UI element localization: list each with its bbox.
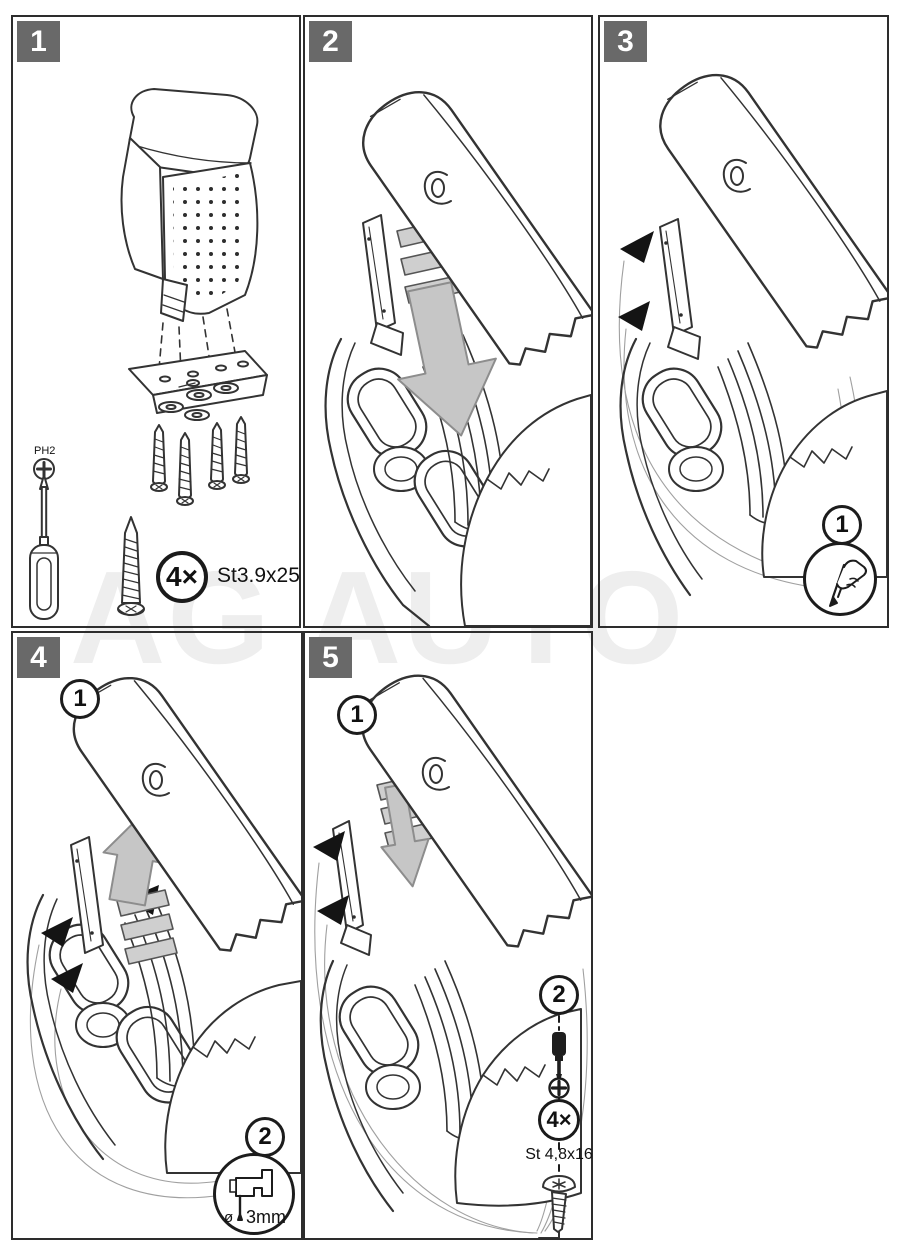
- step1-illustration: [29, 88, 268, 620]
- screwdriver-icon: [29, 474, 59, 620]
- screw-spec-label: St 4,8x16: [525, 1146, 593, 1163]
- slide-bracket: [70, 836, 104, 954]
- step2-illustration: [324, 91, 591, 626]
- armrest-illustration: [362, 91, 591, 366]
- callout-step-1: 1: [822, 505, 862, 545]
- step5-illustration: [313, 674, 591, 1238]
- step-number-badge: 3: [604, 21, 647, 62]
- screw-icon: [117, 516, 145, 616]
- latch-arrows: [618, 231, 654, 331]
- armrest-illustration: [659, 73, 887, 349]
- slide-bracket: [332, 820, 372, 956]
- washers: [158, 382, 239, 421]
- hand-marking-icon: [829, 559, 867, 607]
- console-illustration: [26, 893, 201, 1161]
- panel-step-1: 1: [11, 15, 301, 628]
- slide-bracket: [659, 218, 701, 360]
- quantity-callout: 4×: [156, 551, 208, 603]
- slide-down-arrow: [397, 281, 497, 437]
- screw-spec-label: St3.9x25: [217, 564, 300, 587]
- torn-sheet: [454, 1008, 582, 1207]
- step-number-badge: 5: [309, 637, 352, 678]
- callout-step-1: 1: [60, 679, 100, 719]
- quantity-callout: 4×: [538, 1099, 580, 1141]
- panel-step-3: 3: [598, 15, 889, 628]
- leader-corner: [538, 1231, 560, 1238]
- callout-step-2: 2: [539, 975, 579, 1015]
- drill-icon: ø 3mm: [224, 1169, 286, 1227]
- step-number-badge: 1: [17, 21, 60, 62]
- slide-bracket: [362, 214, 404, 356]
- console-illustration: [319, 959, 421, 1213]
- latch-arrows: [313, 831, 349, 925]
- drill-icon-circle: ø 3mm: [213, 1153, 295, 1235]
- drill-diameter-symbol: ø: [224, 1209, 233, 1226]
- driver-size-label: PH2: [34, 445, 56, 457]
- mark-position-icon-circle: [803, 542, 877, 616]
- callout-step-1: 1: [337, 695, 377, 735]
- callout-step-2: 2: [245, 1117, 285, 1157]
- panel-step-5: 5: [303, 631, 593, 1240]
- step-number-badge: 4: [17, 637, 60, 678]
- panel-step-4: 4: [11, 631, 303, 1240]
- armrest-illustration: [120, 88, 259, 322]
- screw-icon: [542, 1175, 576, 1233]
- panel-step-2: 2: [303, 15, 593, 628]
- torn-sheet: [460, 394, 591, 626]
- screws: [150, 416, 250, 506]
- step-number-badge: 2: [309, 21, 352, 62]
- mounting-bracket: [128, 350, 268, 414]
- drill-size-label: 3mm: [246, 1207, 286, 1227]
- step3-illustration: [618, 73, 887, 597]
- phillips-head-icon: [548, 1077, 570, 1099]
- armrest-illustration: [361, 674, 591, 948]
- console-illustration: [619, 337, 724, 597]
